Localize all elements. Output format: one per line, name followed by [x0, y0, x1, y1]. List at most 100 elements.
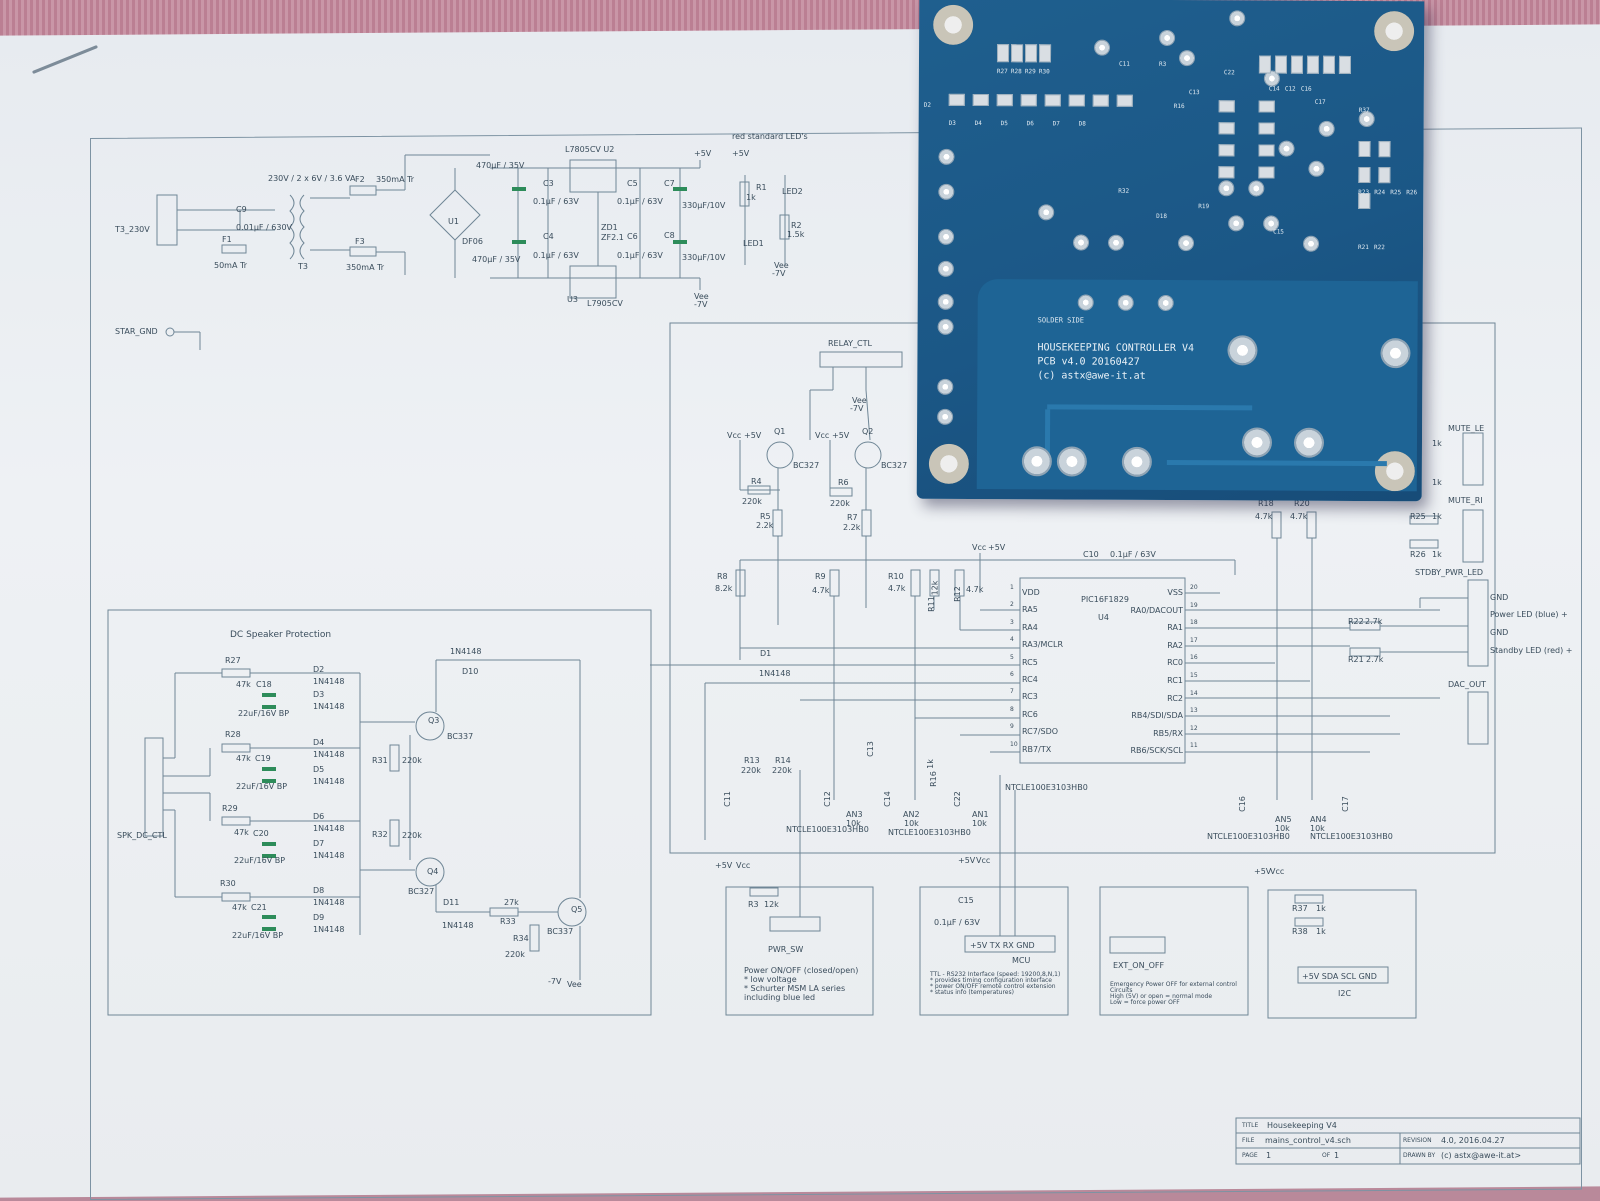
- c12-label: C12: [822, 791, 832, 807]
- q5-label: Q5: [571, 905, 583, 914]
- q3-label: Q3: [428, 716, 440, 725]
- c3-value: 0.1µF / 63V: [533, 197, 579, 206]
- c15-value: 0.1µF / 63V: [934, 918, 980, 927]
- c22-label: C22: [952, 791, 962, 807]
- diode-label: D3: [313, 690, 325, 699]
- c8-label: C8: [664, 231, 675, 240]
- diode-type: 1N4148: [313, 702, 345, 711]
- pwr-sw-label: PWR_SW: [768, 945, 804, 954]
- pcb-smd: [1024, 44, 1038, 63]
- pcb-smd: [1258, 100, 1275, 113]
- of-key: OF: [1322, 1152, 1331, 1159]
- pcb-refdes-label: C11: [1118, 60, 1130, 68]
- pcb-refdes-label: C16: [1300, 85, 1312, 93]
- star-gnd-label: STAR_GND: [115, 327, 158, 336]
- diode-type: 1N4148: [313, 925, 345, 934]
- r14-label: R14: [775, 756, 791, 765]
- d10-label: D10: [462, 667, 479, 676]
- i2c-pins: +5V SDA SCL GND: [1302, 972, 1377, 981]
- c18-label: C18: [256, 680, 272, 689]
- r3-label: R3: [748, 900, 759, 909]
- r33-label: R33: [500, 917, 516, 926]
- diode-type: 1N4148: [313, 750, 345, 759]
- pcb-pad: [937, 378, 954, 395]
- q1-type: BC327: [793, 461, 820, 470]
- an1-label: AN1: [972, 810, 989, 819]
- f3-value: 350mA Tr: [346, 263, 385, 272]
- r5-label: R5: [760, 512, 771, 521]
- stdby-pwr-led-connector: [1467, 579, 1489, 667]
- mcu-conn-5v: +5V: [958, 856, 976, 865]
- mcu-pin-number: 14: [1190, 689, 1198, 697]
- mcu-conn-vcc: Vcc: [976, 856, 991, 865]
- r5-value: 2.2k: [756, 521, 774, 530]
- mute-ri-connector: [1462, 509, 1484, 563]
- pcb-smd: [1378, 141, 1391, 158]
- mcu-pin-label: RA5: [1022, 605, 1038, 615]
- r6-value: 220k: [830, 499, 850, 508]
- pcb-smd: [1218, 100, 1235, 113]
- diode-label: D6: [313, 812, 325, 821]
- zd1-label: ZD1: [601, 223, 618, 232]
- r37-label: R37: [1292, 904, 1308, 913]
- standby-led-label: Standby LED (red) +: [1490, 646, 1573, 655]
- r30-value: 47k: [232, 903, 247, 912]
- pcb-refdes-label: C15: [1273, 228, 1284, 236]
- pcb-smd: [1338, 55, 1352, 74]
- pcb-board: HOUSEKEEPING CONTROLLER V4 PCB v4.0 2016…: [916, 0, 1425, 502]
- c1-value: 470µF / 35V: [476, 161, 525, 170]
- minus7v-led-label: -7V: [772, 269, 786, 278]
- df06-label: DF06: [462, 237, 483, 246]
- mcu-pin-label: RC4: [1022, 675, 1038, 684]
- ntc-label-3: NTCLE100E3103HB0: [1005, 783, 1088, 792]
- an5-value: 10k: [1275, 824, 1290, 833]
- q1-label: Q1: [774, 427, 786, 436]
- l7805-regulator: [569, 159, 617, 193]
- an1-value: 10k: [972, 819, 987, 828]
- r18-value: 4.7k: [1255, 512, 1273, 521]
- pcb-smd: [1218, 166, 1235, 179]
- diode-label: D2: [313, 665, 325, 674]
- pcb-smd: [1274, 55, 1288, 74]
- r27-label: R27: [225, 656, 241, 665]
- pcb-pad: [1072, 234, 1090, 251]
- r27-value: 47k: [236, 680, 251, 689]
- u1-label: U1: [448, 217, 459, 226]
- mcu-pin-label: RC7/SDO: [1022, 727, 1059, 737]
- r38-value: 1k: [1316, 927, 1326, 936]
- pcb-smd: [1258, 122, 1275, 135]
- pcb-large-pad: [1293, 427, 1325, 458]
- pcb-refdes-label: C12: [1284, 85, 1296, 93]
- r1-value: 1k: [746, 193, 756, 202]
- note-line: including blue led: [744, 993, 816, 1002]
- pwr-sw-connector: [769, 916, 821, 932]
- pcb-refdes-label: D4: [974, 119, 982, 128]
- t3-230v-label: T3_230V: [115, 225, 150, 234]
- mcu-name: PIC16F1829: [1081, 595, 1129, 604]
- r4-value: 220k: [742, 497, 762, 506]
- note-line: * provides timing configuration interfac…: [930, 977, 1052, 984]
- note-line: Circuits: [1110, 987, 1133, 994]
- pcb-large-pad: [1241, 427, 1273, 458]
- u2-label: L7805CV U2: [565, 145, 615, 154]
- mcu-pin-label: RC0: [1167, 658, 1183, 668]
- d10-type: 1N4148: [450, 647, 482, 656]
- f1-label: F1: [222, 235, 232, 244]
- pcb-refdes-label: R23: [1358, 188, 1370, 197]
- mcu-pin-number: 6: [1010, 671, 1014, 678]
- pcb-smd: [972, 93, 989, 107]
- c6-value: 0.1µF / 63V: [617, 251, 663, 260]
- vee-led-label: Vee: [774, 261, 789, 270]
- pcb-refdes-label: C22: [1223, 69, 1235, 77]
- r4-label: R4: [751, 477, 762, 486]
- an5-label: AN5: [1275, 815, 1292, 824]
- diode-type: 1N4148: [313, 824, 345, 833]
- q1-5v-label: +5V: [744, 431, 762, 440]
- c20-label: C20: [253, 829, 269, 838]
- pcb-pad: [1157, 294, 1174, 312]
- pcb-silkscreen-title: HOUSEKEEPING CONTROLLER V4 PCB v4.0 2016…: [1037, 342, 1195, 382]
- pcb-smd: [996, 94, 1013, 107]
- pcb-pad: [1178, 50, 1196, 67]
- r31-value: 220k: [402, 756, 422, 765]
- plus5v-led-label: +5V: [732, 149, 750, 158]
